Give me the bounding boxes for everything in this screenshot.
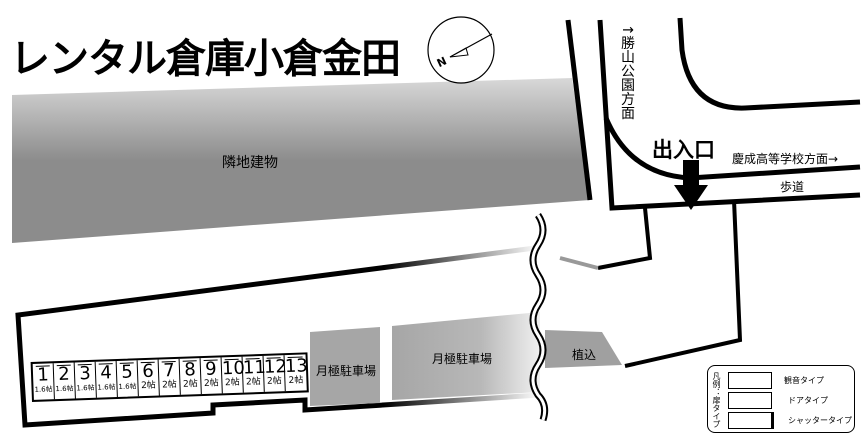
road-curve-lower (603, 117, 861, 181)
parking-1 (310, 327, 380, 406)
legend-item: シャッタータイプ (788, 416, 852, 425)
road-edge (597, 19, 861, 211)
sidewalk-label: 歩道 (780, 180, 805, 194)
lot-outline (15, 245, 541, 428)
lot-entrance-left (597, 207, 653, 270)
legend-item: 観音タイプ (784, 376, 824, 385)
road-curve-upper (677, 17, 861, 111)
katsuyama-park-direction: ↑勝山公園方面 (619, 24, 635, 120)
keisei-school-direction: 慶成高等学校方面→ (732, 152, 839, 166)
legend-item: ドアタイプ (788, 396, 828, 405)
lot-entrance-right (624, 199, 743, 368)
page-title: レンタル倉庫小倉金田 (10, 36, 401, 82)
boundary-line (565, 19, 593, 201)
compass-icon: N (427, 16, 495, 84)
legend: 凡例：扉タイプ 観音タイプ ドアタイプ シャッタータイプ (707, 365, 855, 433)
neighbor-building (12, 78, 590, 243)
planting-label: 植込 (572, 348, 597, 362)
parking-2 (392, 312, 540, 400)
shutter-swatch (728, 412, 774, 429)
double-door-swatch (728, 372, 772, 389)
door-swatch (728, 392, 772, 409)
legend-caption: 凡例：扉タイプ (712, 372, 721, 428)
parking-2-label: 月極駐車場 (432, 352, 493, 366)
planting-area (545, 330, 622, 368)
lot-gray-edge (559, 256, 599, 270)
parking-1-label: 月極駐車場 (316, 364, 377, 378)
entrance-label: 出入口 (652, 138, 715, 162)
entrance-arrow (674, 160, 708, 210)
neighbor-building-label: 隣地建物 (222, 155, 278, 171)
